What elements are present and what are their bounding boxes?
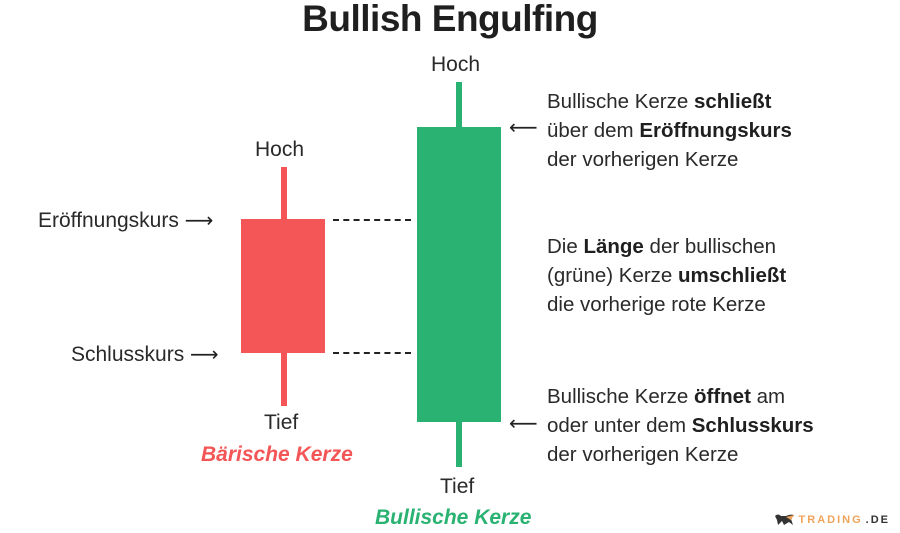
desc-line: Bullische Kerze öffnet am <box>547 382 814 411</box>
emphasis: Länge <box>583 235 644 258</box>
description-open-below-close: Bullische Kerze öffnet am oder unter dem… <box>547 382 814 469</box>
text: am <box>750 385 786 408</box>
text: der vorherigen Kerze <box>547 443 739 466</box>
emphasis: Schlusskurs <box>691 414 814 437</box>
bearish-low-label: Tief <box>264 411 299 434</box>
close-price-label: Schlusskurs ⟶ <box>71 342 219 367</box>
emphasis: Eröffnungskurs <box>639 119 792 142</box>
text: Bullische Kerze <box>547 385 694 408</box>
desc-line: über dem Eröffnungskurs <box>547 116 792 145</box>
bearish-caption: Bärische Kerze <box>201 443 353 466</box>
logo-tld-text: .DE <box>865 514 890 526</box>
arrow-right-icon: ⟶ <box>190 344 219 366</box>
emphasis: schließt <box>693 90 772 113</box>
arrow-left-icon: ⟵ <box>509 117 538 139</box>
bullish-high-label: Hoch <box>431 53 481 76</box>
desc-line: Bullische Kerze schließt <box>547 87 792 116</box>
logo-brand-text: TRADING <box>798 514 863 526</box>
text: der bullischen <box>643 235 777 258</box>
bearish-high-label: Hoch <box>255 138 305 161</box>
desc-line: der vorherigen Kerze <box>547 440 814 469</box>
desc-line: (grüne) Kerze umschließt <box>547 261 786 290</box>
arrow-right-icon: ⟶ <box>184 210 214 232</box>
open-price-text: Eröffnungskurs <box>38 209 179 232</box>
open-level-dashed-line <box>333 219 411 221</box>
text: oder unter dem <box>547 414 692 437</box>
bullish-body <box>417 127 501 422</box>
open-price-label: Eröffnungskurs ⟶ <box>38 208 213 233</box>
close-level-dashed-line <box>333 352 411 354</box>
bearish-body <box>241 219 325 353</box>
desc-line: Die Länge der bullischen <box>547 232 786 261</box>
trading-de-logo: TRADING.DE <box>774 513 890 527</box>
arrow-left-icon: ⟵ <box>509 413 538 435</box>
bullish-low-label: Tief <box>440 475 475 498</box>
description-length-engulfs: Die Länge der bullischen (grüne) Kerze u… <box>547 232 786 319</box>
emphasis: umschließt <box>678 264 787 287</box>
text: Die <box>547 235 584 258</box>
desc-line: der vorherigen Kerze <box>547 145 792 174</box>
text: Bullische Kerze <box>547 90 694 113</box>
page-title: Bullish Engulfing <box>302 0 598 39</box>
desc-line: die vorherige rote Kerze <box>547 290 786 319</box>
text: der vorherigen Kerze <box>547 148 739 171</box>
close-price-text: Schlusskurs <box>71 343 185 366</box>
desc-line: oder unter dem Schlusskurs <box>547 411 814 440</box>
text: über dem <box>547 119 640 142</box>
bull-logo-icon <box>774 514 794 525</box>
emphasis: öffnet <box>693 385 751 408</box>
text: (grüne) Kerze <box>547 264 679 287</box>
description-close-above-open: Bullische Kerze schließt über dem Eröffn… <box>547 87 792 174</box>
text: die vorherige rote Kerze <box>547 293 766 316</box>
bullish-caption: Bullische Kerze <box>375 506 532 529</box>
